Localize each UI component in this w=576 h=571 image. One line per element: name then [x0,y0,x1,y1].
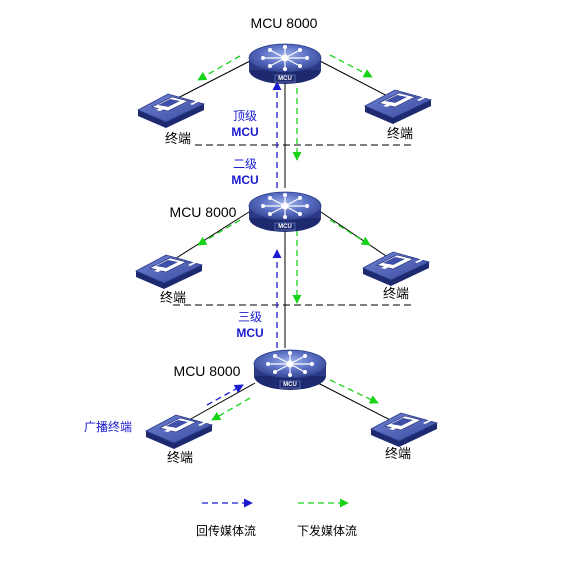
terminal-label: 终端 [167,450,193,466]
terminal-bot-left: 终端 [145,410,213,466]
level-label-line1: 二级 [233,157,257,171]
legend: 回传媒体流 下发媒体流 [196,498,357,538]
mcu-label: MCU 8000 [251,15,318,31]
broadcast-terminal-label: 广播终端 [84,419,132,434]
level-label-line1: 顶级 [233,109,257,123]
legend-downstream-label: 下发媒体流 [297,523,357,538]
mcu-logo: MCU [278,224,292,230]
link-top-right [317,59,396,101]
mcu-label: MCU 8000 [174,363,241,379]
level-label-line2: MCU [231,173,258,187]
level-label-third: 三级 MCU [236,310,263,340]
green-arrow-mid-right [329,219,371,246]
green-arrow-top-left [197,55,241,81]
green-arrow-top-right [329,54,373,78]
terminal-label: 终端 [160,290,186,306]
level-label-second: 二级 MCU [231,157,258,187]
mcu-node-mid: MCU MCU 8000 [170,191,322,233]
upstream-arrows [206,81,282,406]
link-bot-left [179,382,256,426]
blue-arrow-broadcast [206,384,244,406]
mcu-logo: MCU [278,76,292,82]
legend-upstream: 回传媒体流 [196,498,256,538]
level-label-line2: MCU [231,125,258,139]
mcu-node-top: MCU MCU 8000 [248,15,322,85]
legend-upstream-label: 回传媒体流 [196,523,256,538]
level-label-line1: 三级 [238,310,262,324]
connection-lines [169,59,401,426]
terminal-mid-right: 终端 [362,247,430,302]
terminal-label: 终端 [385,446,411,462]
mcu-logo: MCU [283,382,297,388]
terminal-label: 终端 [383,286,409,302]
mcu-label: MCU 8000 [170,204,237,220]
terminal-top-left: 终端 [137,89,205,147]
downstream-arrows [197,54,379,421]
green-arrow-bot-left [211,397,251,421]
green-arrow-bot-right [329,379,379,404]
terminal-label: 终端 [387,126,413,142]
mcu-node-bot: MCU MCU 8000 [174,349,327,391]
link-mid-left [169,209,253,263]
level-label-line2: MCU [236,326,263,340]
link-bot-right [317,382,401,426]
terminal-mid-left: 终端 [135,250,203,306]
legend-downstream: 下发媒体流 [297,498,357,538]
terminal-top-right: 终端 [364,85,432,142]
green-arrow-mid-left [197,219,241,246]
terminal-bot-right: 终端 [370,408,438,462]
level-label-top: 顶级 MCU [231,109,258,139]
link-top-left [169,59,253,103]
terminal-label: 终端 [165,131,191,147]
